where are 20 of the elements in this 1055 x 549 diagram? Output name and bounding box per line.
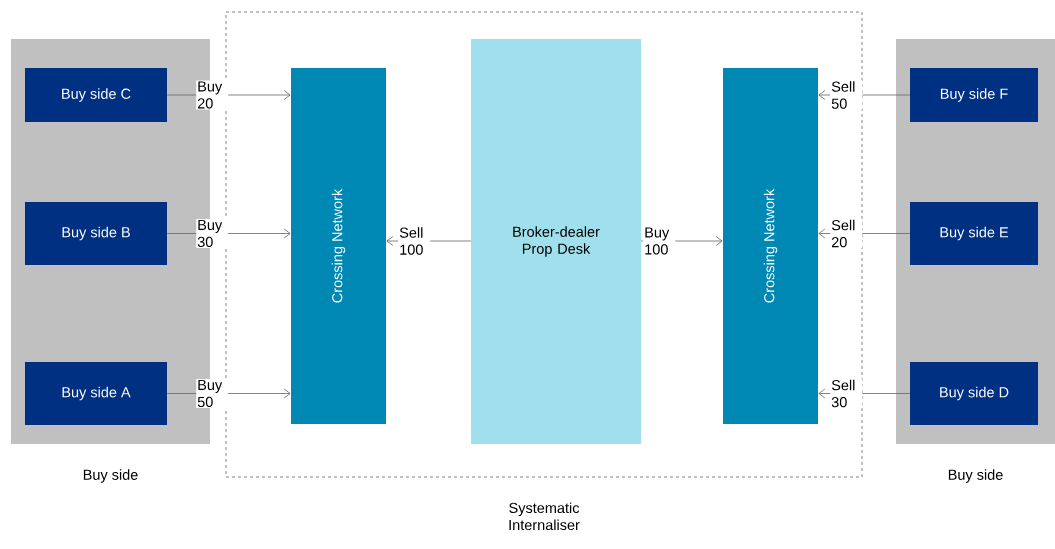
edge-label: Sell 30 [830,378,863,409]
crossing-network-box: Crossing Network [723,68,818,424]
edge-label: Buy 30 [196,218,229,249]
edge-label: Buy 20 [196,80,229,110]
crossing-network-box: Crossing Network [291,68,386,424]
buy-side-box: Buy side A [25,362,167,425]
buy-side-box: Buy side B [25,202,167,265]
node-label: Systematic Internaliser [509,502,580,531]
node-label: Buy side [948,469,1003,483]
buy-side-box: Buy side E [910,202,1038,265]
edge-label: Sell 20 [830,218,863,249]
buy-side-box: Buy side F [910,68,1038,122]
edge-label: Buy 100 [643,226,676,256]
edge-label: Sell 50 [830,80,863,110]
prop-desk-box: Broker-dealer Prop Desk [471,39,641,444]
edge-label: Buy 50 [196,378,229,409]
buy-side-box: Buy side D [910,362,1038,425]
node-label: Buy side [83,469,138,483]
edge-label: Sell 100 [398,226,431,256]
buy-side-box: Buy side C [25,68,167,122]
